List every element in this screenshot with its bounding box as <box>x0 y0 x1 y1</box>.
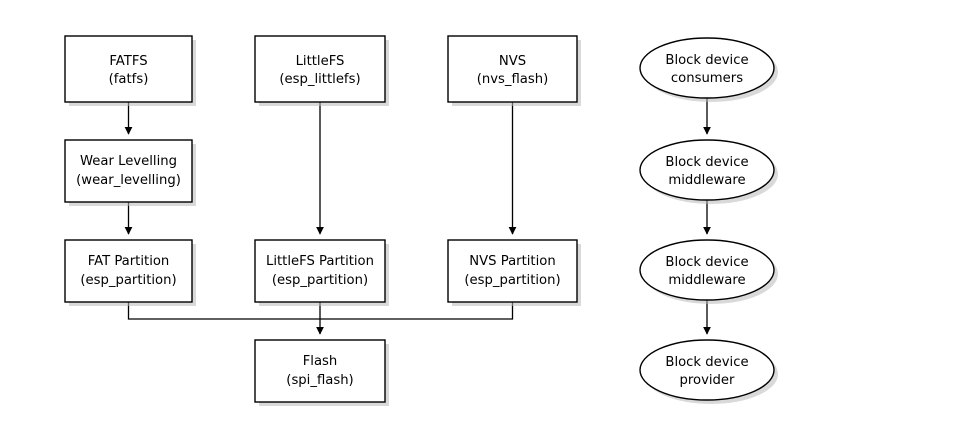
node-block-device-consumers[interactable]: Block device consumers <box>639 37 778 102</box>
node-wear-levelling-line1: Wear Levelling <box>80 154 177 169</box>
node-littlefs-partition-line2: (esp_partition) <box>272 273 368 288</box>
node-fat-partition[interactable]: FAT Partition (esp_partition) <box>64 239 196 306</box>
node-wear-levelling-line2: (wear_levelling) <box>76 173 181 188</box>
node-block-device-consumers-line1: Block device <box>665 53 748 68</box>
node-block-device-middleware-2[interactable]: Block device middleware <box>639 239 778 304</box>
node-littlefs[interactable]: LittleFS (esp_littlefs) <box>254 35 389 106</box>
edge-nvs-partition-to-flash <box>320 302 514 320</box>
node-fat-partition-line1: FAT Partition <box>88 254 170 269</box>
left-graph-edges <box>124 102 517 335</box>
node-block-device-consumers-line2: consumers <box>671 71 743 86</box>
node-fatfs-line1: FATFS <box>109 54 147 69</box>
node-littlefs-line2: (esp_littlefs) <box>279 72 360 87</box>
node-block-device-middleware-1-line2: middleware <box>668 173 745 188</box>
node-block-device-provider-line2: provider <box>680 373 736 388</box>
node-block-device-provider-line1: Block device <box>665 355 748 370</box>
node-nvs-line2: (nvs_flash) <box>477 72 549 87</box>
node-nvs[interactable]: NVS (nvs_flash) <box>447 35 581 106</box>
node-fatfs[interactable]: FATFS (fatfs) <box>64 35 196 106</box>
node-block-device-provider[interactable]: Block device provider <box>639 339 778 404</box>
node-nvs-line1: NVS <box>499 54 526 69</box>
node-littlefs-line1: LittleFS <box>296 54 345 69</box>
node-flash[interactable]: Flash (spi_flash) <box>254 339 389 406</box>
node-wear-levelling[interactable]: Wear Levelling (wear_levelling) <box>64 139 196 206</box>
node-nvs-partition-line2: (esp_partition) <box>464 273 560 288</box>
node-block-device-middleware-2-line1: Block device <box>665 255 748 270</box>
node-nvs-partition-line1: NVS Partition <box>469 254 555 269</box>
node-block-device-middleware-1-line1: Block device <box>665 155 748 170</box>
node-flash-line1: Flash <box>303 354 338 369</box>
node-fat-partition-line2: (esp_partition) <box>80 273 176 288</box>
node-block-device-middleware-1[interactable]: Block device middleware <box>639 139 778 204</box>
node-littlefs-partition[interactable]: LittleFS Partition (esp_partition) <box>254 239 389 306</box>
node-block-device-middleware-2-line2: middleware <box>668 273 745 288</box>
node-nvs-partition[interactable]: NVS Partition (esp_partition) <box>447 239 581 306</box>
edge-fat-partition-to-flash <box>127 302 320 320</box>
node-flash-line2: (spi_flash) <box>286 373 353 388</box>
node-littlefs-partition-line1: LittleFS Partition <box>266 254 374 269</box>
node-fatfs-line2: (fatfs) <box>109 72 149 87</box>
